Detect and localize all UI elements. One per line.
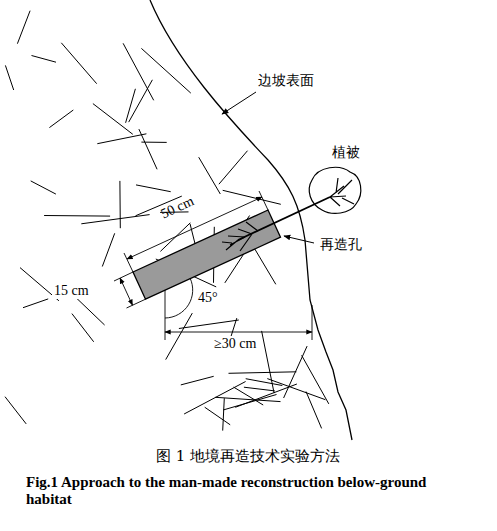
dimension-30 [165,305,312,340]
crack-line [234,387,264,405]
vegetation-label: 植被 [330,144,362,160]
crack-line [123,43,154,100]
crack-line [61,43,96,84]
leader-line [284,236,314,243]
crack-line [219,151,248,185]
crack-line [141,48,190,93]
crack-line [126,89,136,123]
crack-line [141,142,166,143]
crack-line [262,331,275,393]
crack-line [49,110,73,128]
caption: 图 1 地境再造技术实验方法 [154,448,342,465]
dimension-15 [114,272,146,308]
crack-line [44,215,110,217]
crack-line [23,299,48,308]
dimension-50 [124,191,268,272]
reconstruction-hole [133,210,281,299]
crack-line [119,181,120,228]
crack-line [136,185,171,192]
hole-label: 再造孔 [318,236,364,252]
crack-line [5,65,13,90]
crack-line [139,129,157,169]
leader-line [222,92,256,114]
crack-line [184,382,246,415]
crack-line [215,397,280,401]
crack-line [181,376,214,385]
crack-line [32,56,57,63]
crack-line [179,320,239,329]
crack-line [223,398,225,430]
dimension-label: 15 cm [52,283,91,299]
crack-line [199,157,221,194]
crack-line [244,387,275,391]
crack-line [5,397,26,424]
caption-english: Fig.1 Approach to the man-made reconstru… [26,474,468,509]
crack-line [17,11,30,44]
crack-line [31,181,56,194]
crack-line [81,215,149,224]
crack-line [166,313,193,360]
angle-label: 45° [196,290,220,306]
angle-mark [165,278,193,340]
crack-line [205,407,231,425]
dimension-label: 50 cm [157,192,199,223]
crack-line [72,314,94,342]
crack-line [302,355,329,404]
crack-line [97,134,146,144]
crack-line [229,372,297,374]
surface-label: 边坡表面 [256,72,316,88]
crack-line [284,346,308,398]
dimension-label: ≥30 cm [212,336,258,352]
crack-line [102,233,114,266]
